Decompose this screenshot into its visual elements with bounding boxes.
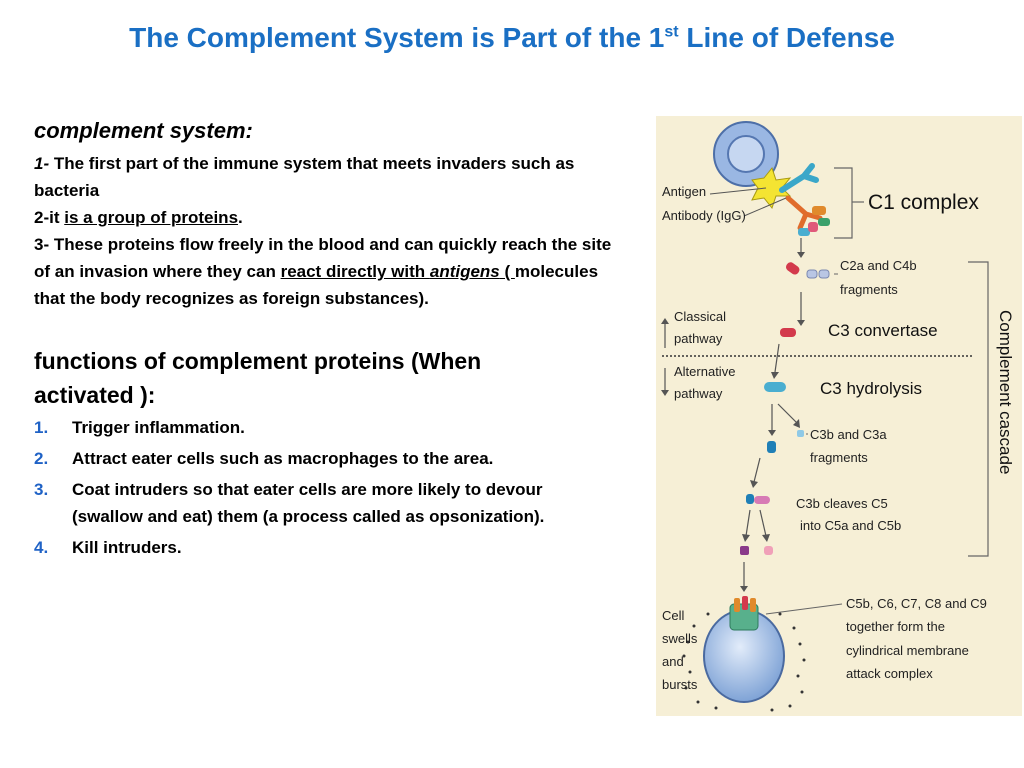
complement-heading: complement system: — [34, 118, 253, 143]
antibody-label: Antibody (IgG) — [662, 208, 746, 223]
point-1: 1- The first part of the immune system t… — [34, 154, 575, 200]
c3-convertase-icon — [780, 328, 796, 337]
cell-label-3: and — [662, 654, 684, 669]
c5-label-2: into C5a and C5b — [800, 518, 901, 533]
c5a-icon — [764, 546, 773, 555]
mac-label-3: cylindrical membrane — [846, 643, 969, 658]
cell-label-1: Cell — [662, 608, 685, 623]
antigen-label: Antigen — [662, 184, 706, 199]
c3-convertase-label: C3 convertase — [828, 321, 938, 340]
functions-heading: functions of complement proteins (When a… — [34, 348, 482, 408]
complement-cascade-label: Complement cascade — [996, 310, 1015, 474]
c3-hydrolysis-label: C3 hydrolysis — [820, 379, 922, 398]
c5b-icon — [740, 546, 749, 555]
point-3: 3- These proteins flow freely in the blo… — [34, 235, 612, 308]
c2a-c4b-fragments-icon — [785, 262, 830, 279]
c3b-label-2: fragments — [810, 450, 868, 465]
c2a-label-2: fragments — [840, 282, 898, 297]
c3-icon — [764, 382, 786, 392]
cell-label-4: bursts — [662, 677, 698, 692]
mac-label-2: together form the — [846, 619, 945, 634]
list-item: 2.Attract eater cells such as macrophage… — [34, 449, 494, 468]
alternative-label-2: pathway — [674, 386, 723, 401]
cell-label-2: swells — [662, 631, 698, 646]
c2a-label-1: C2a and C4b — [840, 258, 917, 273]
c1-complex-label: C1 complex — [868, 191, 979, 214]
point-2: 2-it is a group of proteins. — [34, 208, 243, 227]
lysed-cell-icon — [682, 596, 806, 712]
antibody-c1-icon — [779, 163, 830, 236]
classical-label-1: Classical — [674, 309, 726, 324]
antigen-icon — [751, 166, 792, 210]
c3a-fragment-icon — [797, 430, 804, 437]
list-item: 1.Trigger inflammation. — [34, 418, 245, 437]
c5-label-1: C3b cleaves C5 — [796, 496, 888, 511]
alternative-label-1: Alternative — [674, 364, 735, 379]
complement-cascade-diagram: Antigen Antibody (IgG) C1 complex C2a an… — [656, 116, 1022, 716]
cascade-svg: Antigen Antibody (IgG) C1 complex C2a an… — [661, 121, 1015, 712]
c3b-label-1: C3b and C3a — [810, 427, 887, 442]
mac-label-4: attack complex — [846, 666, 933, 681]
text-panel: complement system: 1- The first part of … — [34, 118, 624, 565]
bacterium-cell-icon — [713, 121, 779, 187]
classical-label-2: pathway — [674, 331, 723, 346]
page-title: The Complement System is Part of the 1st… — [129, 22, 895, 53]
functions-list: 1.Trigger inflammation. 2.Attract eater … — [34, 414, 624, 561]
list-item: 4.Kill intruders. — [34, 538, 182, 557]
mac-label-1: C5b, C6, C7, C8 and C9 — [846, 596, 987, 611]
c5-complex-icon — [746, 494, 770, 504]
c3b-fragment-icon — [767, 441, 776, 453]
list-item: 3.Coat intruders so that eater cells are… — [34, 480, 545, 526]
